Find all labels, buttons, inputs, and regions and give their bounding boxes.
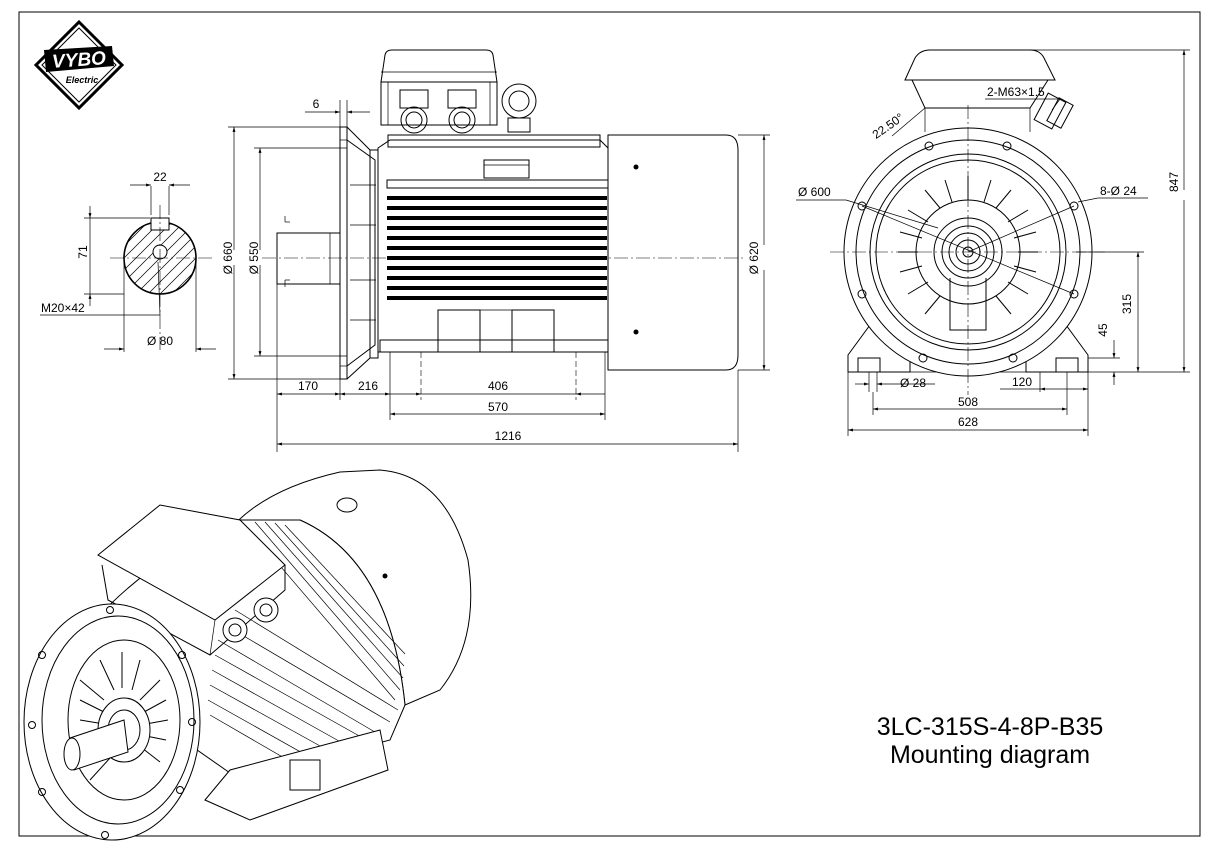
dim-spigot-diameter: Ø 550 xyxy=(247,241,261,274)
dim-pcd: Ø 600 xyxy=(798,185,831,199)
side-view: 6 Ø 660 Ø 550 Ø 620 170 216 406 570 xyxy=(221,49,770,452)
front-view: 22.50° 2-M63×1.5 Ø 600 8-Ø 24 847 315 45… xyxy=(796,49,1190,436)
logo-sub-text: Electric xyxy=(66,75,99,85)
dim-overall-height: 847 xyxy=(1167,172,1181,192)
dim-foot-height: 45 xyxy=(1096,323,1110,337)
flange-bolt-holes xyxy=(857,141,1079,363)
dim-foot-holes-distance: 406 xyxy=(488,379,508,393)
dim-flange-diameter: Ø 660 xyxy=(221,241,235,274)
drawing-border xyxy=(18,11,1201,837)
dim-key-depth: 71 xyxy=(76,245,90,259)
dim-foot-length: 570 xyxy=(488,400,508,414)
dim-shaft-height: 315 xyxy=(1120,294,1134,314)
vybo-logo: VYBO Electric xyxy=(33,19,125,111)
diagram-subtitle: Mounting diagram xyxy=(890,741,1090,769)
dim-key-width: 22 xyxy=(153,170,167,184)
dim-overall-length: 1216 xyxy=(495,429,522,443)
dim-shaft-thread: M20×42 xyxy=(41,301,85,315)
isometric-motor-view xyxy=(23,469,472,841)
dim-shaft-diameter: Ø 80 xyxy=(147,334,173,348)
dim-shaft-to-foot: 216 xyxy=(358,379,378,393)
title-block: 3LC-315S-4-8P-B35 Mounting diagram xyxy=(877,713,1104,769)
dim-foot-overall: 628 xyxy=(958,415,978,429)
shaft-section-view: 22 71 M20×42 Ø 80 xyxy=(40,170,216,352)
logo-brand-text: VYBO xyxy=(51,48,106,73)
label-cable-glands: 2-M63×1.5 xyxy=(987,85,1045,99)
model-title: 3LC-315S-4-8P-B35 xyxy=(877,713,1104,741)
dim-foot-hole: Ø 28 xyxy=(900,376,926,390)
dim-flange-thickness: 6 xyxy=(313,97,320,111)
side-cooling-fins xyxy=(387,196,607,300)
dim-angle: 22.50° xyxy=(870,110,907,142)
dim-foot-edge: 120 xyxy=(1012,375,1032,389)
dim-flange-holes: 8-Ø 24 xyxy=(1100,184,1137,198)
iso-cooling-fins xyxy=(207,521,406,771)
dim-body-diameter: Ø 620 xyxy=(747,241,761,274)
dim-foot-holes-span: 508 xyxy=(958,395,978,409)
dim-shaft-length: 170 xyxy=(298,379,318,393)
iso-flange-holes xyxy=(28,606,196,839)
